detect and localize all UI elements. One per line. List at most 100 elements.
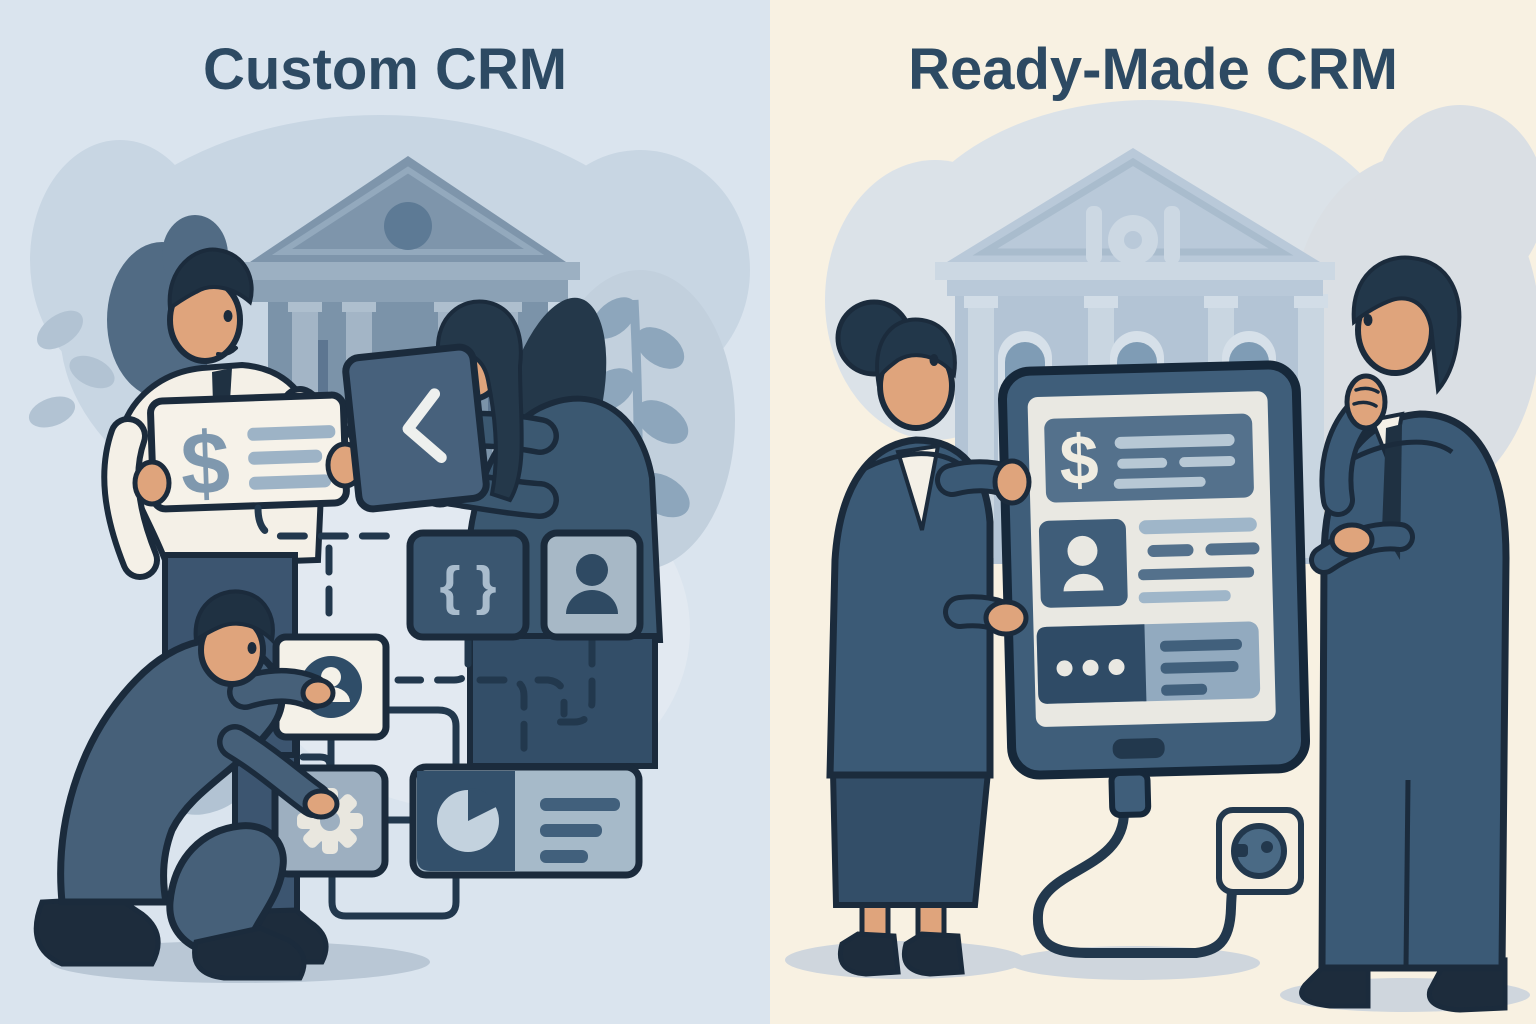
price-card-text-lines	[247, 425, 336, 490]
text-line	[249, 474, 332, 490]
connector-braces-to-left	[394, 636, 472, 684]
dollar-icon: $	[1059, 420, 1100, 499]
text-line	[247, 425, 336, 441]
module-connectors	[254, 504, 596, 920]
cloud-blob	[1375, 105, 1536, 295]
solid-connectors	[299, 706, 460, 920]
eye	[1363, 314, 1373, 326]
lower-hand	[302, 788, 340, 820]
price-card: $	[147, 391, 350, 514]
man-with-price-card: $	[101, 247, 365, 758]
power-cord-and-outlet	[1032, 807, 1304, 958]
pie-slice	[468, 787, 498, 821]
custom-crm-title: Custom CRM	[202, 37, 568, 102]
hair	[193, 589, 275, 645]
woman-hand-on-tablet	[992, 458, 1032, 506]
chart-module-block	[409, 763, 643, 879]
person-icon	[576, 554, 608, 586]
heel-shoe	[902, 931, 965, 977]
bank-architrave	[248, 278, 568, 302]
front-leg	[166, 822, 287, 954]
bank-cornice	[236, 262, 580, 280]
text-line	[1138, 590, 1231, 604]
text-line	[1161, 683, 1208, 696]
lapel-line	[1348, 439, 1454, 463]
lapel-line	[860, 451, 964, 473]
eye	[247, 642, 257, 654]
back-shoe	[1426, 957, 1508, 1013]
back-shoe	[33, 895, 161, 967]
person-icon	[1063, 573, 1104, 592]
bank-pediment-motif	[1086, 206, 1180, 265]
person-icon	[566, 590, 618, 614]
finger-lines	[1352, 386, 1380, 408]
text-line	[1179, 455, 1236, 468]
code-chevron-icon	[402, 388, 447, 464]
code-tablet-body	[342, 343, 490, 513]
bank-pediment-trim	[271, 166, 545, 255]
bank-architrave	[947, 280, 1323, 296]
ellipsis-icon	[1056, 659, 1125, 677]
front-shoe	[192, 925, 307, 981]
bank-cornice	[935, 262, 1335, 280]
text-line	[1113, 476, 1206, 489]
code-module-block: { }	[406, 529, 530, 641]
woman-hand-on-tablet	[983, 599, 1029, 637]
screen-billing-card: $	[1044, 413, 1254, 503]
connector-card-to-braces	[254, 504, 406, 540]
contact-text-lines	[1138, 517, 1260, 604]
left-panel: $	[0, 0, 770, 1024]
contact-module-block	[540, 529, 644, 641]
leg-separator	[1403, 779, 1411, 969]
chart-text-lines	[540, 798, 620, 863]
text-line	[1138, 566, 1255, 581]
connector-to-chart	[476, 676, 528, 760]
braces-icon: { }	[439, 556, 496, 616]
code-tablet	[342, 343, 490, 513]
eye	[929, 354, 939, 366]
thinking-man	[1299, 255, 1510, 1013]
cord-connector	[1108, 769, 1152, 818]
text-line	[1138, 517, 1257, 535]
left-arm	[107, 422, 154, 574]
ready-crm-tablet: $	[997, 360, 1311, 818]
person-icon	[1067, 535, 1098, 566]
blouse	[895, 443, 941, 531]
ready-made-crm-title: Ready-Made CRM	[908, 37, 1398, 102]
kneeling-man	[33, 589, 340, 981]
skirt	[829, 769, 992, 908]
hair	[1351, 255, 1462, 395]
text-line	[540, 850, 588, 863]
socket-hole	[1261, 841, 1273, 853]
text-line	[248, 449, 323, 465]
hunched-body	[57, 636, 286, 906]
upper-hand	[300, 677, 336, 709]
bank-pediment	[947, 148, 1320, 262]
right-panel: $	[770, 0, 1536, 1024]
text-line	[1147, 544, 1194, 558]
text-line	[1114, 434, 1235, 449]
eye	[223, 310, 233, 322]
more-text-lines	[1159, 638, 1242, 696]
text-line	[540, 798, 620, 811]
home-button	[1112, 738, 1165, 759]
dashed-connectors	[254, 504, 596, 760]
text-line	[1159, 638, 1242, 652]
text-line	[540, 824, 602, 837]
text-line	[1117, 457, 1168, 469]
connector-person-down	[552, 636, 596, 726]
mouth	[216, 346, 238, 357]
text-line	[1205, 542, 1260, 556]
billing-text-lines	[1113, 434, 1236, 489]
dollar-icon: $	[179, 413, 231, 514]
left-hand	[132, 459, 172, 507]
connector-corner	[534, 676, 568, 718]
screen-more-card	[1036, 621, 1261, 704]
text-line	[1160, 660, 1239, 674]
hair	[875, 317, 957, 387]
supporting-hand	[1329, 522, 1375, 558]
plug-icon	[1232, 844, 1248, 857]
heel-shoe	[838, 931, 901, 977]
